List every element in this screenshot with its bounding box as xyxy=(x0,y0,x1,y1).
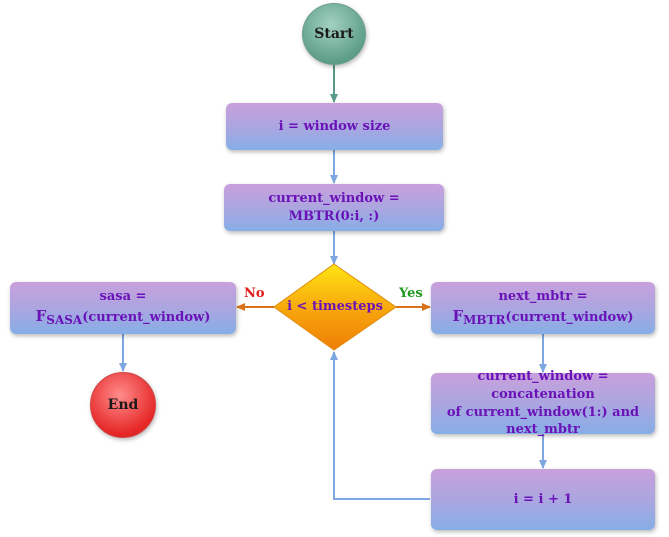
mbtr-f: F xyxy=(452,306,464,325)
window-box: current_window = MBTR(0:i, :) xyxy=(224,184,444,231)
concat-line-2: of current_window(1:) and xyxy=(446,404,640,420)
init-label: i = window size xyxy=(278,118,391,134)
init-box: i = window size xyxy=(226,103,443,150)
sasa-formula: sasa = FSASA(current_window) xyxy=(10,288,236,328)
no-branch-label: No xyxy=(244,286,265,301)
mbtr-argument: (current_window) xyxy=(505,309,634,325)
sasa-argument: (current_window) xyxy=(82,309,211,325)
mbtr-subscript: MBTR xyxy=(463,312,506,327)
sasa-box: sasa = FSASA(current_window) xyxy=(10,282,236,334)
concat-box: current_window = concatenation of curren… xyxy=(431,369,655,437)
end-label: End xyxy=(107,397,139,413)
mbtr-line-1: next_mbtr = xyxy=(498,289,588,305)
mbtr-box: next_mbtr = FMBTR(current_window) xyxy=(431,282,655,334)
mbtr-line-2: FMBTR(current_window) xyxy=(452,306,633,328)
yes-branch-label: Yes xyxy=(399,286,423,301)
decision-label: i < timesteps xyxy=(287,299,383,314)
window-line-1: current_window = xyxy=(268,190,400,206)
sasa-subscript: SASA xyxy=(46,312,83,327)
start-node: Start xyxy=(302,3,366,65)
end-node: End xyxy=(90,372,156,438)
start-label: Start xyxy=(314,26,354,42)
decision-diamond xyxy=(273,263,397,351)
concat-line-1: current_window = concatenation xyxy=(477,369,609,402)
window-line-2: MBTR(0:i, :) xyxy=(288,208,380,224)
sasa-prefix: sasa = xyxy=(99,289,147,305)
concat-line-3: next_mbtr xyxy=(506,422,580,438)
increment-label: i = i + 1 xyxy=(513,491,573,507)
arrow-loop-back xyxy=(330,351,430,500)
sasa-f: F xyxy=(35,306,47,325)
increment-box: i = i + 1 xyxy=(431,469,655,530)
